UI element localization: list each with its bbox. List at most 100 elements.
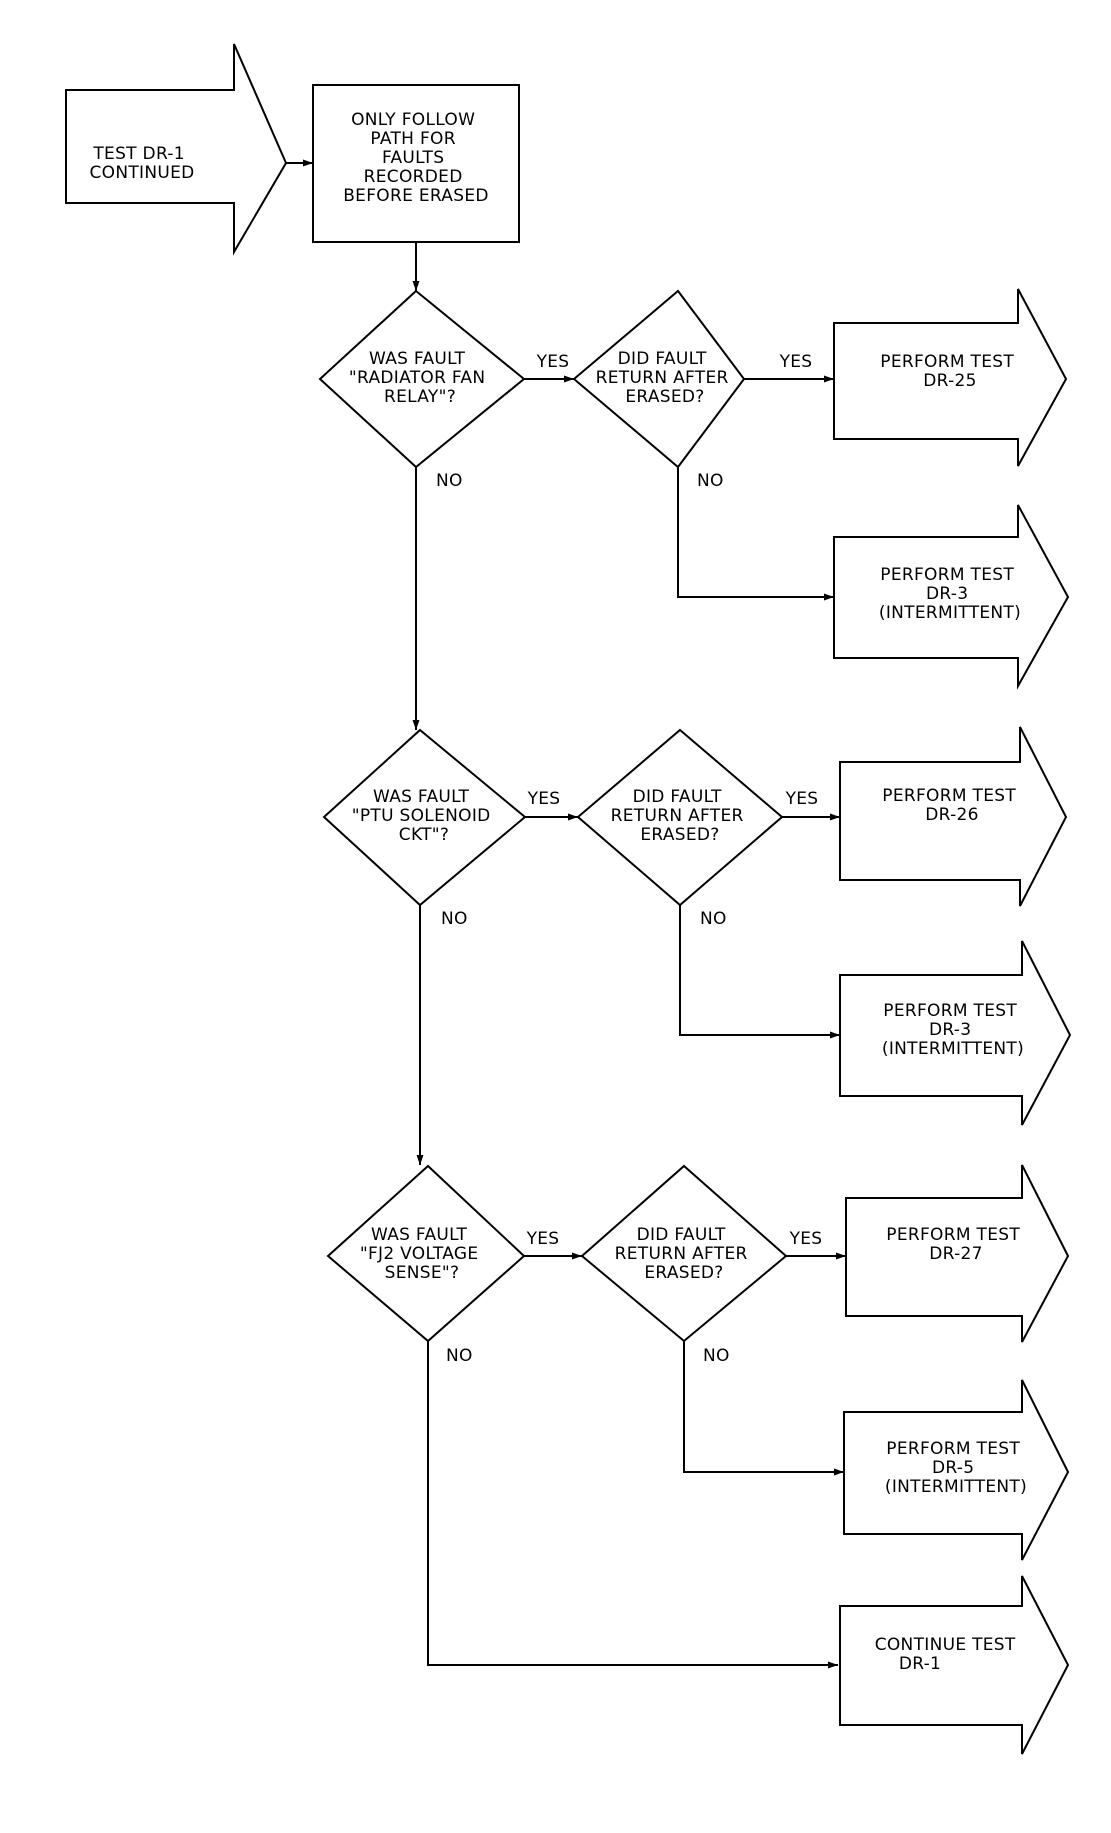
label-no-f1: NO	[697, 471, 724, 491]
instruction-line-5: BEFORE ERASED	[343, 186, 489, 206]
final-line-1: CONTINUE TEST	[875, 1635, 1016, 1655]
result-2-yes: PERFORM TEST DR-26	[839, 726, 1068, 907]
result-1-no-line-1: PERFORM TEST	[880, 565, 1014, 585]
followup-2-line-2: RETURN AFTER	[611, 806, 744, 826]
label-no-q1: NO	[436, 471, 463, 491]
final-text: CONTINUE TEST DR-1	[875, 1635, 1022, 1674]
followup-3-line-1: DID FAULT	[637, 1225, 726, 1245]
result-3-yes-line-2: DR-27	[929, 1244, 982, 1264]
start-arrow: TEST DR-1 CONTINUED	[65, 43, 288, 256]
result-2-no: PERFORM TEST DR-3 (INTERMITTENT)	[839, 940, 1072, 1126]
decision-2-diamond	[322, 728, 527, 907]
final-arrow-shape	[839, 1575, 1070, 1755]
decision-3: WAS FAULT "FJ2 VOLTAGE SENSE"?	[326, 1164, 526, 1343]
result-2-yes-arrow	[839, 726, 1068, 907]
followup-2: DID FAULT RETURN AFTER ERASED?	[576, 728, 784, 907]
result-1-yes-line-1: PERFORM TEST	[880, 352, 1014, 372]
label-yes-q3: YES	[526, 1229, 560, 1249]
label-yes-q1: YES	[536, 352, 570, 372]
arrow-q3-to-final	[427, 1341, 838, 1669]
decision-1: WAS FAULT "RADIATOR FAN RELAY"?	[318, 289, 526, 469]
arrow-f1-no	[677, 467, 834, 601]
decision-1-text: WAS FAULT "RADIATOR FAN RELAY"?	[349, 349, 491, 407]
decision-3-line-2: "FJ2 VOLTAGE	[360, 1244, 479, 1264]
decision-3-diamond	[326, 1164, 526, 1343]
result-3-no-line-3: (INTERMITTENT)	[885, 1477, 1027, 1497]
result-3-yes: PERFORM TEST DR-27	[845, 1164, 1070, 1343]
label-yes-f1: YES	[779, 352, 813, 372]
result-3-no-line-2: DR-5	[932, 1458, 974, 1478]
result-3-yes-arrow	[845, 1164, 1070, 1343]
label-no-f2: NO	[700, 909, 727, 929]
start-arrow-shape	[65, 43, 288, 256]
followup-3-line-3: ERASED?	[644, 1263, 723, 1283]
decision-2: WAS FAULT "PTU SOLENOID CKT"?	[322, 728, 527, 907]
decision-1-diamond	[318, 289, 526, 469]
followup-1-line-2: RETURN AFTER	[596, 368, 729, 388]
decision-1-line-2: "RADIATOR FAN	[349, 368, 485, 388]
decision-3-line-3: SENSE"?	[385, 1263, 460, 1283]
followup-1-text: DID FAULT RETURN AFTER ERASED?	[596, 349, 735, 407]
start-line-1: TEST DR-1	[92, 144, 185, 164]
followup-2-diamond	[576, 728, 784, 907]
followup-2-line-1: DID FAULT	[633, 787, 722, 807]
connectors	[286, 159, 846, 1669]
followup-3-diamond	[580, 1164, 788, 1343]
result-1-yes-line-2: DR-25	[923, 371, 976, 391]
instruction-rect	[312, 84, 520, 243]
result-3-no-line-1: PERFORM TEST	[886, 1439, 1020, 1459]
result-1-yes-arrow	[833, 288, 1068, 467]
label-no-q2: NO	[441, 909, 468, 929]
result-1-no-line-3: (INTERMITTENT)	[879, 603, 1021, 623]
label-yes-f2: YES	[785, 789, 819, 809]
label-yes-f3: YES	[789, 1229, 823, 1249]
decision-2-line-2: "PTU SOLENOID	[352, 806, 491, 826]
instruction-line-2: PATH FOR	[370, 129, 455, 149]
followup-3-line-2: RETURN AFTER	[615, 1244, 748, 1264]
instruction-line-4: RECORDED	[364, 167, 463, 187]
result-2-no-text: PERFORM TEST DR-3 (INTERMITTENT)	[882, 1001, 1024, 1059]
instruction-text: ONLY FOLLOW PATH FOR FAULTS RECORDED BEF…	[343, 110, 489, 206]
result-2-yes-line-2: DR-26	[925, 805, 978, 825]
result-2-no-arrow	[839, 940, 1072, 1126]
result-1-no-text: PERFORM TEST DR-3 (INTERMITTENT)	[879, 565, 1021, 623]
result-2-no-line-1: PERFORM TEST	[883, 1001, 1017, 1021]
result-2-no-line-2: DR-3	[929, 1020, 971, 1040]
followup-1-diamond	[572, 289, 746, 469]
arrow-f2-no	[679, 905, 840, 1039]
decision-2-line-3: CKT"?	[399, 825, 449, 845]
decision-2-text: WAS FAULT "PTU SOLENOID CKT"?	[352, 787, 497, 845]
instruction-line-3: FAULTS	[382, 148, 444, 168]
result-3-no-arrow	[843, 1379, 1070, 1561]
label-no-q3: NO	[446, 1346, 473, 1366]
decision-1-line-1: WAS FAULT	[369, 349, 466, 369]
result-1-no-arrow	[833, 504, 1070, 690]
final-line-2: DR-1	[899, 1654, 941, 1674]
result-3-yes-line-1: PERFORM TEST	[886, 1225, 1020, 1245]
start-line-2: CONTINUED	[89, 163, 194, 183]
result-1-yes: PERFORM TEST DR-25	[833, 288, 1068, 467]
followup-1-line-1: DID FAULT	[618, 349, 707, 369]
start-text: TEST DR-1 CONTINUED	[89, 144, 194, 183]
followup-3: DID FAULT RETURN AFTER ERASED?	[580, 1164, 788, 1343]
followup-1: DID FAULT RETURN AFTER ERASED?	[572, 289, 746, 469]
final-arrow: CONTINUE TEST DR-1	[839, 1575, 1070, 1755]
arrow-f3-no	[683, 1341, 844, 1476]
decision-1-line-3: RELAY"?	[384, 387, 456, 407]
label-yes-q2: YES	[527, 789, 561, 809]
followup-3-text: DID FAULT RETURN AFTER ERASED?	[615, 1225, 754, 1283]
branch-labels: YES NO YES NO YES NO YES NO YES NO YES N…	[436, 352, 822, 1366]
result-2-yes-line-1: PERFORM TEST	[882, 786, 1016, 806]
result-2-no-line-3: (INTERMITTENT)	[882, 1039, 1024, 1059]
result-1-yes-text: PERFORM TEST DR-25	[880, 352, 1019, 391]
followup-1-line-3: ERASED?	[625, 387, 704, 407]
instruction-box: ONLY FOLLOW PATH FOR FAULTS RECORDED BEF…	[312, 84, 520, 243]
instruction-line-1: ONLY FOLLOW	[351, 110, 475, 130]
followup-2-line-3: ERASED?	[640, 825, 719, 845]
decision-3-text: WAS FAULT "FJ2 VOLTAGE SENSE"?	[360, 1225, 484, 1283]
label-no-f3: NO	[703, 1346, 730, 1366]
result-3-no-text: PERFORM TEST DR-5 (INTERMITTENT)	[885, 1439, 1027, 1497]
decision-3-line-1: WAS FAULT	[371, 1225, 468, 1245]
result-1-no: PERFORM TEST DR-3 (INTERMITTENT)	[833, 504, 1070, 690]
